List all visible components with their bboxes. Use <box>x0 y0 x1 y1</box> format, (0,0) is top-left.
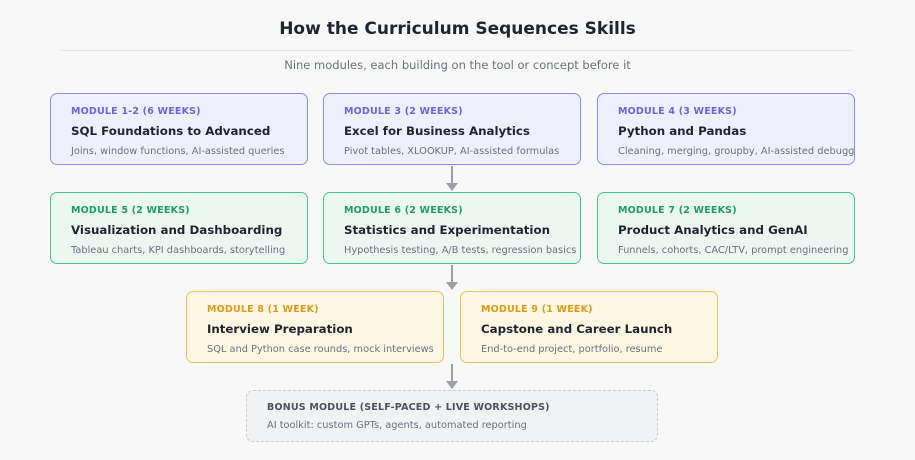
module-tag: MODULE 9 (1 WEEK) <box>481 304 593 315</box>
module-name: Excel for Business Analytics <box>344 124 530 138</box>
module-card-4: MODULE 4 (3 WEEKS) Python and Pandas Cle… <box>597 93 855 165</box>
module-desc: Funnels, cohorts, CAC/LTV, prompt engine… <box>618 245 849 256</box>
module-name: Product Analytics and GenAI <box>618 223 808 237</box>
module-desc: SQL and Python case rounds, mock intervi… <box>207 344 434 355</box>
page-title: How the Curriculum Sequences Skills <box>279 19 636 39</box>
page-subtitle: Nine modules, each building on the tool … <box>284 58 631 72</box>
module-tag: MODULE 8 (1 WEEK) <box>207 304 319 315</box>
module-desc: Joins, window functions, AI-assisted que… <box>71 146 285 157</box>
module-tag: MODULE 5 (2 WEEKS) <box>71 205 190 216</box>
bonus-module-tag: BONUS MODULE (SELF-PACED + LIVE WORKSHOP… <box>267 402 550 413</box>
module-card-1-2: MODULE 1-2 (6 WEEKS) SQL Foundations to … <box>50 93 308 165</box>
module-card-6: MODULE 6 (2 WEEKS) Statistics and Experi… <box>323 192 581 264</box>
module-desc: End-to-end project, portfolio, resume <box>481 344 663 355</box>
module-tag: MODULE 4 (3 WEEKS) <box>618 106 737 117</box>
module-tag: MODULE 1-2 (6 WEEKS) <box>71 106 201 117</box>
module-tag: MODULE 7 (2 WEEKS) <box>618 205 737 216</box>
module-name: SQL Foundations to Advanced <box>71 124 271 138</box>
module-card-5: MODULE 5 (2 WEEKS) Visualization and Das… <box>50 192 308 264</box>
module-card-3: MODULE 3 (2 WEEKS) Excel for Business An… <box>323 93 581 165</box>
bonus-module-desc: AI toolkit: custom GPTs, agents, automat… <box>267 420 527 431</box>
module-tag: MODULE 3 (2 WEEKS) <box>344 106 463 117</box>
arrow-down-icon <box>445 265 459 291</box>
module-card-9: MODULE 9 (1 WEEK) Capstone and Career La… <box>460 291 718 363</box>
module-desc: Tableau charts, KPI dashboards, storytel… <box>71 245 286 256</box>
bonus-module-card: BONUS MODULE (SELF-PACED + LIVE WORKSHOP… <box>246 390 658 442</box>
arrow-down-icon <box>445 364 459 390</box>
title-divider <box>61 50 853 51</box>
module-name: Python and Pandas <box>618 124 747 138</box>
module-card-7: MODULE 7 (2 WEEKS) Product Analytics and… <box>597 192 855 264</box>
arrow-down-icon <box>445 166 459 192</box>
module-desc: Pivot tables, XLOOKUP, AI-assisted formu… <box>344 146 560 157</box>
module-name: Capstone and Career Launch <box>481 322 673 336</box>
module-tag: MODULE 6 (2 WEEKS) <box>344 205 463 216</box>
module-name: Statistics and Experimentation <box>344 223 550 237</box>
module-card-8: MODULE 8 (1 WEEK) Interview Preparation … <box>186 291 444 363</box>
module-name: Interview Preparation <box>207 322 353 336</box>
module-name: Visualization and Dashboarding <box>71 223 283 237</box>
module-desc: Hypothesis testing, A/B tests, regressio… <box>344 245 577 256</box>
module-desc: Cleaning, merging, groupby, AI-assisted … <box>618 146 855 157</box>
